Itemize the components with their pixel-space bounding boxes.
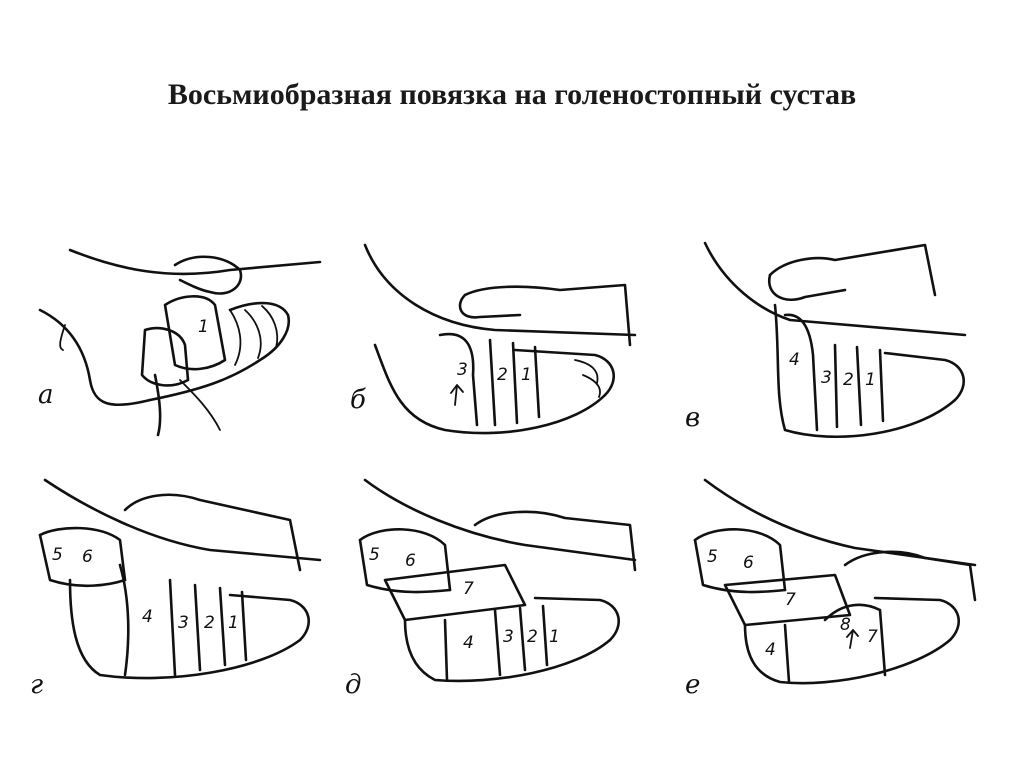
band-number: 4 bbox=[789, 350, 800, 370]
band-number: 2 bbox=[843, 370, 854, 390]
band-number: 1 bbox=[198, 317, 209, 337]
band-number: 7 bbox=[867, 627, 878, 647]
ankle-bandage-drawing-g: 5 6 4 3 2 1 bbox=[38, 478, 322, 680]
panel-letter: б bbox=[350, 385, 366, 415]
band-number: 5 bbox=[369, 545, 380, 565]
ankle-bandage-drawing-d: 5 6 7 4 3 2 1 bbox=[358, 478, 637, 683]
panel-letter: д bbox=[345, 670, 362, 700]
illustration-panel-b: 3 2 1 б bbox=[345, 235, 645, 465]
band-number: 6 bbox=[82, 547, 93, 567]
panel-letter: а bbox=[38, 380, 54, 410]
illustration-panel-d: 5 6 7 4 3 2 1 д bbox=[345, 470, 645, 700]
illustration-panel-a: 1 а bbox=[30, 230, 330, 460]
band-number: 4 bbox=[463, 633, 474, 653]
band-number: 1 bbox=[865, 370, 876, 390]
band-number: 3 bbox=[821, 368, 832, 388]
panel-letter: е bbox=[685, 670, 701, 700]
illustration-panel-e: 5 6 7 4 8 7 е bbox=[685, 470, 985, 700]
band-number: 5 bbox=[52, 545, 63, 565]
slide-title: Восьмиобразная повязка на голеностопный … bbox=[167, 78, 857, 111]
band-number: 8 bbox=[840, 615, 851, 635]
band-number: 7 bbox=[785, 590, 796, 610]
panel-letter: г bbox=[30, 670, 44, 700]
band-number: 3 bbox=[503, 627, 514, 647]
illustration-panel-g: 5 6 4 3 2 1 г bbox=[30, 470, 330, 700]
band-number: 6 bbox=[743, 553, 754, 573]
ankle-bandage-drawing-e: 5 6 7 4 8 7 bbox=[693, 478, 977, 685]
ankle-bandage-drawing-a: 1 bbox=[38, 248, 322, 437]
band-number: 2 bbox=[204, 613, 215, 633]
ankle-bandage-drawing-b: 3 2 1 bbox=[363, 243, 637, 435]
band-number: 4 bbox=[765, 640, 776, 660]
band-number: 2 bbox=[527, 627, 538, 647]
band-number: 3 bbox=[457, 360, 468, 380]
band-number: 1 bbox=[228, 613, 239, 633]
panel-letter: в bbox=[685, 403, 701, 433]
band-number: 4 bbox=[142, 607, 153, 627]
band-number: 5 bbox=[707, 547, 718, 567]
band-number: 3 bbox=[178, 613, 189, 633]
band-number: 1 bbox=[549, 627, 560, 647]
band-number: 1 bbox=[521, 365, 532, 385]
illustration-panel-v: 4 3 2 1 в bbox=[685, 235, 985, 465]
ankle-bandage-drawing-v: 4 3 2 1 bbox=[703, 241, 967, 439]
band-number: 7 bbox=[463, 579, 474, 599]
band-number: 6 bbox=[405, 551, 416, 571]
band-number: 2 bbox=[497, 365, 508, 385]
